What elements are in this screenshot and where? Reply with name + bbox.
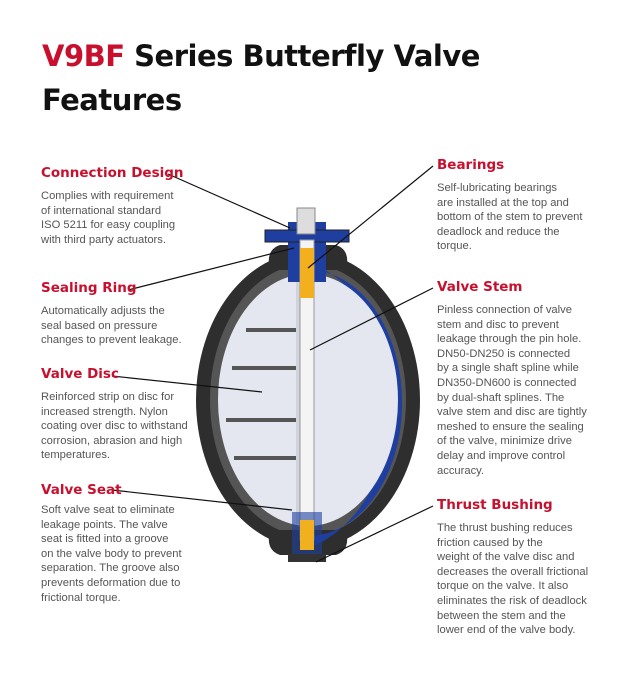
feature-connection-design: Connection Design Complies with requirem… xyxy=(41,165,226,247)
feature-text: Soft valve seat to eliminate xyxy=(41,504,175,516)
feature-text: frictional torque. xyxy=(41,591,121,604)
feature-text: torque on the valve. It also xyxy=(437,580,569,593)
feature-text: friction caused by the xyxy=(437,536,543,549)
feature-text: separation. The groove also xyxy=(41,562,180,575)
feature-text: eliminates the risk of deadlock xyxy=(437,594,587,607)
feature-valve-seat: Valve Seat Soft valve seat to eliminate l… xyxy=(41,482,226,605)
feature-text: with third party actuators. xyxy=(41,233,166,246)
feature-heading: Valve Stem xyxy=(437,279,523,295)
feature-text: Self-lubricating bearings xyxy=(437,182,558,194)
feature-text: prevents deformation due to xyxy=(41,576,181,589)
feature-text: accuracy. xyxy=(437,464,485,477)
feature-text: torque. xyxy=(437,240,472,253)
feature-text: are installed at the top and xyxy=(437,196,569,209)
feature-text: leakage points. The valve xyxy=(41,518,168,531)
feature-text: increased strength. Nylon xyxy=(41,405,168,418)
lower-bearing-fill xyxy=(300,520,314,550)
feature-text: meshed to ensure the sealing xyxy=(437,420,584,433)
thrust-bushing xyxy=(288,554,326,562)
feature-heading: Valve Seat xyxy=(41,482,122,498)
feature-text: The thrust bushing reduces xyxy=(437,522,573,534)
feature-heading: Bearings xyxy=(437,157,505,173)
feature-text: delay and improve control xyxy=(437,449,566,462)
feature-text: of international standard xyxy=(41,204,162,217)
feature-text: on the valve body to prevent xyxy=(41,547,182,560)
feature-text: weight of the valve disc and xyxy=(437,551,575,564)
feature-text: Reinforced strip on disc for xyxy=(41,391,175,403)
feature-text: between the stem and the xyxy=(437,609,566,622)
disc-reinforcing-strips xyxy=(226,328,296,460)
feature-text: coating over disc to withstand xyxy=(41,420,188,433)
leader-lines xyxy=(111,165,434,563)
feature-valve-disc: Valve Disc Reinforced strip on disc for i… xyxy=(41,366,226,463)
feature-text: bottom of the stem to prevent xyxy=(437,211,583,224)
feature-text: deadlock and reduce the xyxy=(437,225,560,238)
feature-text: stem and disc to prevent xyxy=(437,318,559,331)
feature-text: changes to prevent leakage. xyxy=(41,334,182,347)
feature-text: decreases the overall frictional xyxy=(437,565,589,578)
feature-text: DN50-DN250 is connected xyxy=(437,347,571,360)
feature-text: Automatically adjusts the xyxy=(41,305,165,317)
feature-thrust-bushing: Thrust Bushing The thrust bushing reduce… xyxy=(437,497,622,638)
feature-heading: Thrust Bushing xyxy=(437,497,553,513)
feature-text: leakage through the pin hole. xyxy=(437,333,582,346)
title-line2: Features xyxy=(42,83,182,117)
page-title: V9BF Series Butterfly Valve Features xyxy=(42,34,480,122)
feature-text: seal based on pressure xyxy=(41,319,158,332)
stem-top xyxy=(296,207,316,235)
feature-heading: Connection Design xyxy=(41,165,184,181)
feature-text: Complies with requirement xyxy=(41,190,174,202)
feature-text: DN350-DN600 is connected xyxy=(437,376,577,389)
feature-text: Pinless connection of valve xyxy=(437,304,572,316)
feature-text: by dual-shaft splines. The xyxy=(437,391,565,404)
feature-text: lower end of the valve body. xyxy=(437,624,576,637)
feature-text: seat is fitted into a groove xyxy=(41,533,169,546)
feature-text: by a single shaft spline while xyxy=(437,362,579,375)
model-name: V9BF xyxy=(42,39,125,73)
feature-heading: Valve Disc xyxy=(41,366,119,382)
upper-bearing xyxy=(300,248,314,298)
feature-text: ISO 5211 for easy coupling xyxy=(41,219,176,232)
feature-bearings: Bearings Self-lubricating bearings are in… xyxy=(437,157,622,254)
feature-valve-stem: Valve Stem Pinless connection of valve st… xyxy=(437,279,622,478)
feature-sealing-ring: Sealing Ring Automatically adjusts the se… xyxy=(41,280,226,348)
feature-text: temperatures. xyxy=(41,449,111,462)
title-line1: Series Butterfly Valve xyxy=(124,39,480,73)
feature-heading: Sealing Ring xyxy=(41,280,137,296)
feature-text: of the valve, minimize drive xyxy=(437,435,572,448)
feature-text: valve stem and disc are tightly xyxy=(437,406,587,419)
feature-text: corrosion, abrasion and high xyxy=(41,434,183,447)
